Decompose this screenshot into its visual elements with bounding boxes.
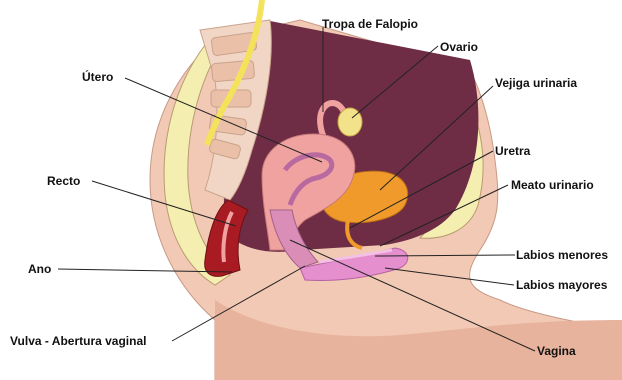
label-ovario: Ovario bbox=[440, 40, 478, 54]
label-ano: Ano bbox=[28, 262, 51, 276]
label-uretra: Uretra bbox=[495, 144, 530, 158]
label-vulva-abertura-vaginal: Vulva - Abertura vaginal bbox=[10, 334, 146, 348]
label-tropa-de-falopio: Tropa de Falopio bbox=[322, 17, 418, 31]
label-labios-mayores: Labios mayores bbox=[516, 278, 607, 292]
label-labios-menores: Labios menores bbox=[516, 248, 608, 262]
label-vagina: Vagina bbox=[537, 344, 576, 358]
label-vejiga-urinaria: Vejiga urinaria bbox=[495, 76, 577, 90]
label-recto: Recto bbox=[47, 174, 80, 188]
label-utero: Útero bbox=[82, 70, 113, 84]
label-meato-urinario: Meato urinario bbox=[511, 178, 594, 192]
